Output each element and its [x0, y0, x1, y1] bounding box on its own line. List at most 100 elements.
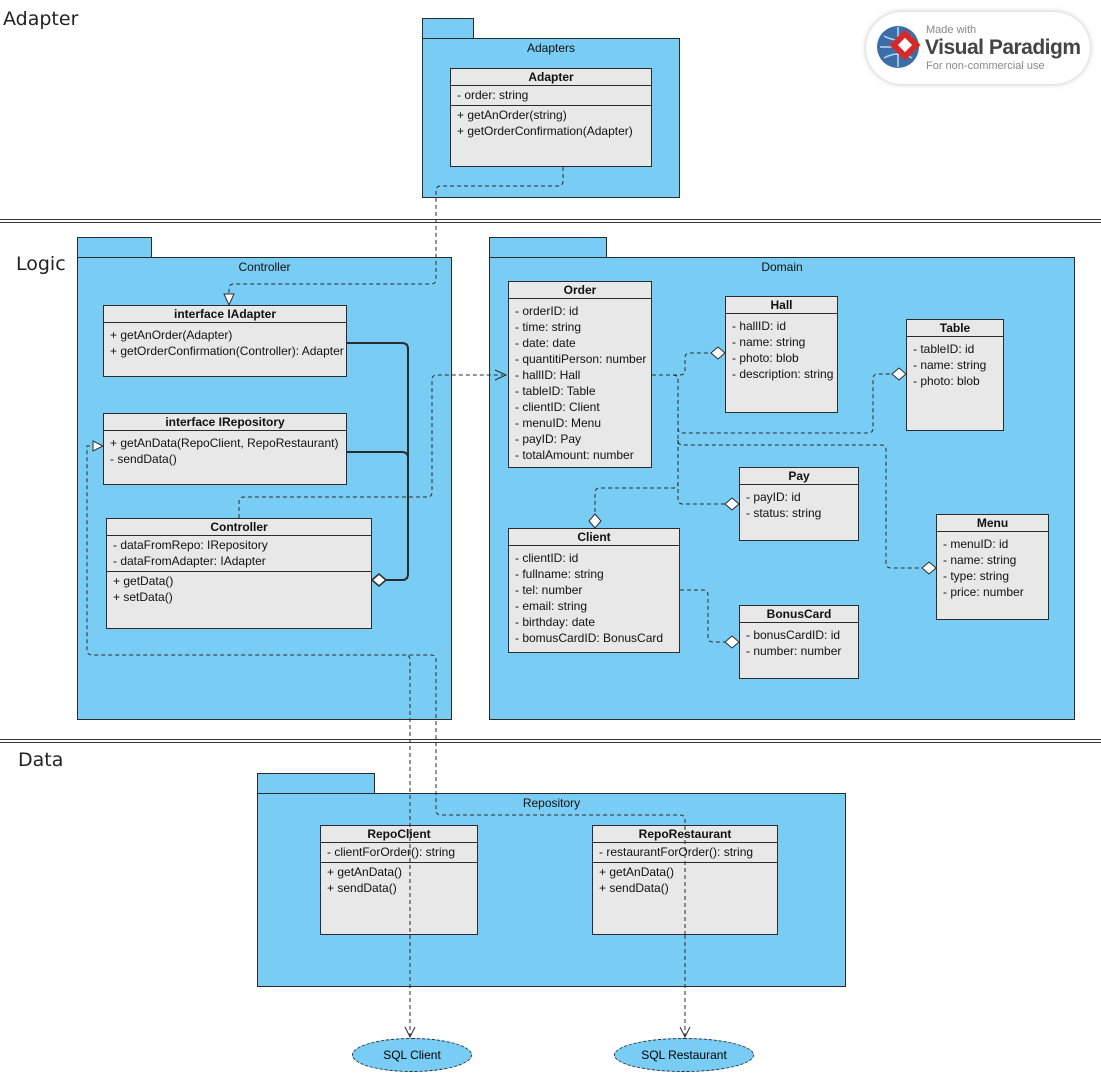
class-attribute: - price: number [943, 585, 1024, 599]
class-attribute: - bomusCardID: BonusCard [515, 631, 664, 645]
class-attribute: - tableID: Table [515, 384, 596, 398]
aggregation-diamond-icon [891, 367, 907, 381]
connector-controller-order [238, 374, 503, 518]
class-attribute: - time: string [515, 320, 582, 334]
class-attribute: - orderID: id [515, 304, 579, 318]
class-operation: + getAnData() [599, 865, 675, 879]
class-name: Pay [740, 468, 858, 485]
class-attribute: - dataFromRepo: IRepository [113, 538, 268, 552]
class-operation: + getAnOrder(Adapter) [110, 328, 233, 342]
class-attributes: - clientForOrder(): string [321, 843, 477, 862]
database-sql-restaurant[interactable]: SQL Restaurant [614, 1038, 754, 1072]
class-attribute: - photo: blob [732, 351, 799, 365]
dependency-arrowhead-icon [494, 369, 508, 381]
class-order[interactable]: Order - orderID: id - time: string - dat… [508, 281, 652, 468]
aggregation-diamond-icon [921, 561, 937, 575]
class-attributes: - bonusCardID: id - number: number [740, 623, 858, 661]
aggregation-diamond-icon [370, 573, 388, 587]
class-pay[interactable]: Pay - payID: id - status: string [739, 467, 859, 541]
class-attribute: - totalAmount: number [515, 448, 634, 462]
class-attribute: - tableID: id [913, 342, 975, 356]
class-attribute: - payID: Pay [515, 432, 582, 446]
connector-adapter-iadapter [228, 167, 564, 296]
connector-order-client [594, 440, 679, 514]
class-name: RepoClient [321, 826, 477, 843]
class-adapter[interactable]: Adapter - order: string + getAnOrder(str… [450, 68, 652, 167]
class-name: Client [509, 529, 679, 546]
class-operation: + getOrderConfirmation(Controller): Adap… [110, 344, 344, 358]
class-attribute: - description: string [732, 367, 834, 381]
class-operation: + sendData() [327, 881, 397, 895]
class-name: BonusCard [740, 606, 858, 623]
class-operations: + getAnData(RepoClient, RepoRestaurant) … [104, 431, 346, 469]
class-menu[interactable]: Menu - menuID: id - name: string - type:… [936, 514, 1049, 620]
class-hall[interactable]: Hall - hallID: id - name: string - photo… [725, 296, 838, 413]
class-attributes: - hallID: id - name: string - photo: blo… [726, 314, 837, 384]
watermark-made-with: Made with [926, 24, 977, 36]
class-attribute: - name: string [943, 553, 1017, 567]
class-iadapter[interactable]: interface IAdapter + getAnOrder(Adapter)… [103, 305, 347, 377]
visual-paradigm-logo-icon [877, 26, 921, 68]
connector-client-bonuscard [680, 589, 725, 643]
layer-label-adapter: Adapter [3, 8, 79, 30]
class-attribute: - restaurantForOrder(): string [599, 845, 754, 859]
class-attribute: - clientID: id [515, 551, 579, 565]
class-client[interactable]: Client - clientID: id - fullname: string… [508, 528, 680, 653]
layer-separator [0, 219, 1101, 223]
connector-order-table [652, 373, 892, 434]
class-attributes: - tableID: id - name: string - photo: bl… [907, 337, 1003, 391]
connector-order-hall [652, 352, 711, 376]
class-attribute: - status: string [746, 506, 822, 520]
class-attributes: - dataFromRepo: IRepository - dataFromAd… [107, 536, 371, 571]
class-attribute: - hallID: Hall [515, 368, 581, 382]
class-controller[interactable]: Controller - dataFromRepo: IRepository -… [106, 518, 372, 629]
class-attributes: - restaurantForOrder(): string [593, 843, 777, 862]
realization-arrowhead-icon [92, 440, 105, 452]
class-irepository[interactable]: interface IRepository + getAnData(RepoCl… [103, 413, 347, 485]
class-attribute: - number: number [746, 644, 842, 658]
class-operation: + sendData() [599, 881, 669, 895]
class-attribute: - bonusCardID: id [746, 628, 841, 642]
aggregation-diamond-icon [724, 635, 740, 649]
package-title-domain: Domain [761, 260, 803, 274]
class-operation: + setData() [113, 590, 173, 604]
class-attribute: - payID: id [746, 490, 801, 504]
class-attribute: - clientForOrder(): string [327, 845, 456, 859]
database-sql-client[interactable]: SQL Client [352, 1038, 472, 1072]
class-attributes: - clientID: id - fullname: string - tel:… [509, 546, 679, 648]
class-operations: + getAnOrder(Adapter) + getOrderConfirma… [104, 323, 346, 361]
package-title-controller: Controller [238, 260, 291, 274]
connector-order-menu [652, 374, 922, 569]
class-repoclient[interactable]: RepoClient - clientForOrder(): string + … [320, 825, 478, 935]
class-bonuscard[interactable]: BonusCard - bonusCardID: id - number: nu… [739, 605, 859, 679]
connector-repoclient-irepository [404, 654, 411, 1037]
class-attributes: - menuID: id - name: string - type: stri… [937, 532, 1048, 602]
class-operation: + getAnData() [327, 865, 403, 879]
class-attribute: - menuID: id [943, 537, 1009, 551]
class-attribute: - dataFromAdapter: IAdapter [113, 554, 266, 568]
class-attribute: - date: date [515, 336, 576, 350]
class-table[interactable]: Table - tableID: id - name: string - pho… [906, 319, 1004, 431]
class-attributes: - orderID: id - time: string - date: dat… [509, 299, 651, 465]
class-attribute: - hallID: id [732, 319, 787, 333]
aggregation-diamond-icon [710, 346, 726, 360]
class-name: Table [907, 320, 1003, 337]
dependency-arrowhead-icon [679, 1026, 691, 1039]
realization-arrowhead-icon [223, 293, 235, 307]
class-operations: + getData() + setData() [107, 571, 371, 607]
class-operation: + getAnData(RepoClient, RepoRestaurant) [110, 436, 339, 450]
class-name: Adapter [451, 69, 651, 86]
class-operation: + getAnOrder(string) [457, 108, 567, 122]
watermark-brand: Visual Paradigm [925, 36, 1081, 59]
class-operations: + getAnOrder(string) + getOrderConfirmat… [451, 105, 651, 141]
connector-iadapter-controller [347, 342, 409, 581]
class-name: interface IAdapter [104, 306, 346, 323]
class-attribute: - photo: blob [913, 374, 980, 388]
class-attributes: - payID: id - status: string [740, 485, 858, 523]
class-attribute: - menuID: Menu [515, 416, 602, 430]
connector-reporestaurant-irepository [86, 445, 686, 935]
class-attribute: - tel: number [515, 583, 583, 597]
class-attributes: - order: string [451, 86, 651, 105]
class-operations: + getAnData() + sendData() [321, 862, 477, 898]
